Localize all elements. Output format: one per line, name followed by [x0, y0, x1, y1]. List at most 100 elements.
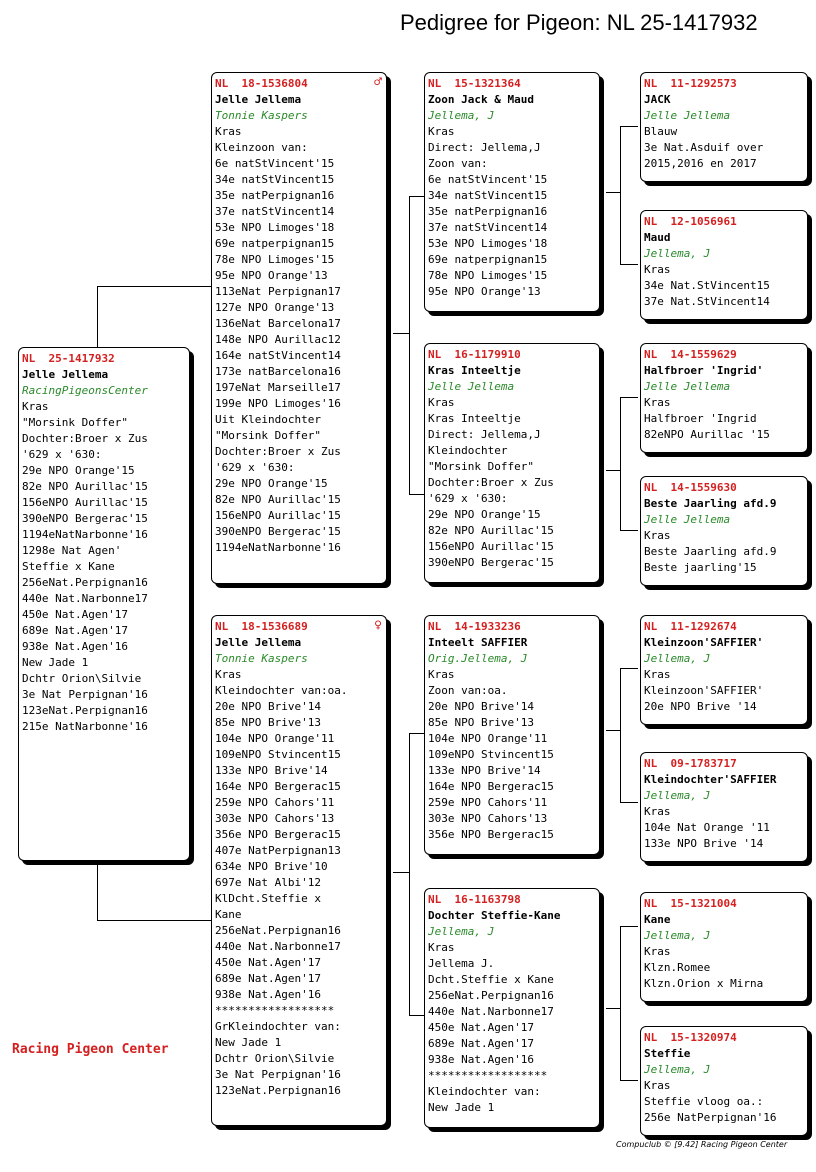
detail-line: Kras	[644, 263, 671, 276]
pigeon-name: Kleinzoon'SAFFIER'	[644, 636, 764, 649]
pigeon-name: Inteelt SAFFIER	[428, 636, 528, 649]
detail-line: 78e NPO Limoges'15	[215, 253, 335, 266]
detail-line: 440e Nat.Narbonne17	[215, 940, 341, 953]
pigeon-name: Jelle Jellema	[22, 368, 109, 381]
connector-line	[620, 668, 621, 802]
detail-line: 20e NPO Brive '14	[644, 700, 757, 713]
detail-line: 440e Nat.Narbonne17	[428, 1005, 554, 1018]
pigeon-card-fmm[interactable]: NL 14-1559630 Beste Jaarling afd.9 Jelle…	[640, 476, 808, 586]
detail-line: ******************	[215, 1004, 335, 1017]
detail-line: 37e natStVincent14	[428, 221, 548, 234]
detail-line: "Morsink Doffer"	[428, 460, 534, 473]
detail-line: 164e natStVincent14	[215, 349, 341, 362]
detail-line: New Jade 1	[215, 1036, 282, 1049]
detail-line: Direct: Jellema,J	[428, 428, 541, 441]
detail-line: 82e NPO Aurillac'15	[215, 493, 341, 506]
detail-line: Dochter:Broer x Zus	[22, 432, 148, 445]
detail-line: 356e NPO Bergerac15	[215, 828, 341, 841]
detail-line: 450e Nat.Agen'17	[22, 608, 128, 621]
pigeon-card-mm[interactable]: NL 16-1163798 Dochter Steffie-Kane Jelle…	[424, 888, 600, 1128]
detail-line: Kleindochter van:oa.	[215, 684, 348, 697]
connector-line	[620, 1080, 638, 1081]
pigeon-name: Beste Jaarling afd.9	[644, 497, 777, 510]
detail-line: 148e NPO Aurillac12	[215, 333, 341, 346]
detail-line: 156eNPO Aurillac'15	[22, 496, 148, 509]
detail-line: 259e NPO Cahors'11	[428, 796, 548, 809]
detail-line: 53e NPO Limoges'18	[428, 237, 548, 250]
pigeon-name: Zoon Jack & Maud	[428, 93, 534, 106]
connector-line	[409, 733, 410, 1015]
detail-line: New Jade 1	[22, 656, 89, 669]
detail-line: Kane	[215, 908, 242, 921]
detail-line: Blauw	[644, 125, 678, 138]
detail-line: 133e NPO Brive'14	[215, 764, 328, 777]
detail-line: Beste jaarling'15	[644, 561, 757, 574]
detail-line: 29e NPO Orange'15	[428, 508, 541, 521]
detail-line: 29e NPO Orange'15	[22, 464, 135, 477]
detail-line: 82eNPO Aurillac '15	[644, 428, 770, 441]
connector-line	[620, 802, 638, 803]
connector-line	[97, 920, 211, 921]
connector-line	[393, 333, 409, 334]
detail-line: Kras	[644, 529, 671, 542]
detail-line: 82e NPO Aurillac'15	[22, 480, 148, 493]
pigeon-card-fmf[interactable]: NL 14-1559629 Halfbroer 'Ingrid' Jelle J…	[640, 343, 808, 453]
detail-line: Jellema J.	[428, 957, 495, 970]
detail-line: 1298e Nat Agen'	[22, 544, 122, 557]
detail-line: 156eNPO Aurillac'15	[215, 509, 341, 522]
connector-line	[409, 196, 410, 494]
detail-line: 256eNat.Perpignan16	[428, 989, 554, 1002]
connector-line	[409, 494, 424, 495]
detail-line: Klzn.Orion x Mirna	[644, 977, 764, 990]
detail-line: 35e natPerpignan16	[215, 189, 335, 202]
detail-line: Kras	[215, 125, 242, 138]
detail-line: 440e Nat.Narbonne17	[22, 592, 148, 605]
detail-line: Kleindochter	[428, 444, 508, 457]
detail-line: '629 x '630:	[22, 448, 102, 461]
pigeon-name: Dochter Steffie-Kane	[428, 909, 561, 922]
detail-line: 34e natStVincent15	[215, 173, 335, 186]
detail-line: ******************	[428, 1069, 548, 1082]
detail-line: Dcht.Steffie x Kane	[428, 973, 554, 986]
brand-label: Racing Pigeon Center	[12, 1042, 169, 1057]
pigeon-card-mfm[interactable]: NL 09-1783717 Kleindochter'SAFFIER Jelle…	[640, 752, 808, 862]
detail-line: 1194eNatNarbonne'16	[22, 528, 148, 541]
pigeon-name: JACK	[644, 93, 671, 106]
detail-line: Kleindochter van:	[428, 1085, 541, 1098]
pigeon-card-mff[interactable]: NL 11-1292674 Kleinzoon'SAFFIER' Jellema…	[640, 615, 808, 725]
breeder-name: Jelle Jellema	[644, 109, 731, 122]
breeder-name: Jelle Jellema	[644, 380, 731, 393]
pigeon-card-subject[interactable]: NL 25-1417932 Jelle Jellema RacingPigeon…	[18, 347, 190, 861]
ring-number: NL 25-1417932	[22, 352, 115, 365]
pigeon-card-mf[interactable]: NL 14-1933236 Inteelt SAFFIER Orig.Jelle…	[424, 615, 600, 855]
detail-line: 6e natStVincent'15	[428, 173, 548, 186]
detail-line: 104e NPO Orange'11	[215, 732, 335, 745]
detail-line: 104e Nat Orange '11	[644, 821, 770, 834]
detail-line: New Jade 1	[428, 1101, 495, 1114]
pigeon-card-father[interactable]: ♂ NL 18-1536804 Jelle Jellema Tonnie Kas…	[211, 72, 387, 584]
detail-line: 156eNPO Aurillac'15	[428, 540, 554, 553]
pigeon-card-fm[interactable]: NL 16-1179910 Kras Inteeltje Jelle Jelle…	[424, 343, 600, 583]
detail-line: 20e NPO Brive'14	[215, 700, 321, 713]
detail-line: Zoon van:oa.	[428, 684, 508, 697]
detail-line: 37e Nat.StVincent14	[644, 295, 770, 308]
pigeon-card-ff[interactable]: NL 15-1321364 Zoon Jack & Maud Jellema, …	[424, 72, 600, 312]
detail-line: 95e NPO Orange'13	[428, 285, 541, 298]
detail-line: 69e natperpignan15	[215, 237, 335, 250]
breeder-name: Jelle Jellema	[428, 380, 515, 393]
breeder-name: Jellema, J	[644, 652, 711, 665]
detail-line: 689e Nat.Agen'17	[428, 1037, 534, 1050]
pigeon-card-mother[interactable]: ♀ NL 18-1536689 Jelle Jellema Tonnie Kas…	[211, 615, 387, 1126]
ring-number: NL 11-1292573	[644, 77, 737, 90]
pigeon-name: Jelle Jellema	[215, 636, 302, 649]
